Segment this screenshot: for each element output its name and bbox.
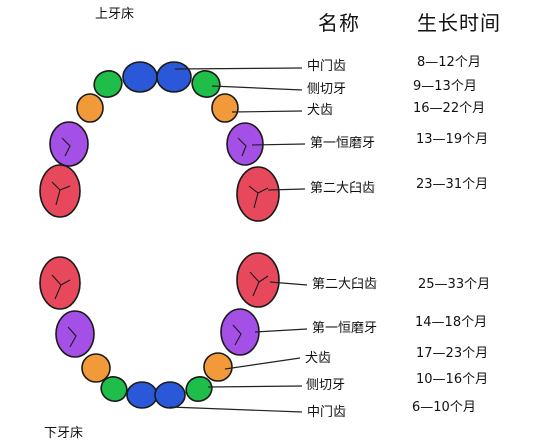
leader-lower-canine bbox=[224, 357, 301, 370]
lower-left-second-molar bbox=[39, 256, 81, 310]
column-header-name: 名称 bbox=[318, 11, 360, 35]
leader-lower-central-incisor bbox=[169, 406, 303, 413]
upper-right-central-incisor bbox=[156, 61, 192, 93]
lower-right-canine bbox=[203, 352, 233, 382]
upper-first-molar-age: 13—19个月 bbox=[416, 132, 489, 147]
upper-left-first-molar bbox=[49, 121, 89, 167]
upper-right-lateral-incisor bbox=[191, 70, 221, 98]
lower-central-incisor-name: 中门齿 bbox=[307, 405, 347, 420]
upper-canine-name: 犬齿 bbox=[307, 103, 334, 118]
lower-first-molar-age: 14—18个月 bbox=[415, 315, 488, 330]
lower-canine-name: 犬齿 bbox=[305, 351, 332, 366]
upper-first-molar-name: 第一恒磨牙 bbox=[310, 136, 376, 151]
leader-lower-second-molar bbox=[269, 281, 308, 286]
lower-left-lateral-incisor bbox=[100, 376, 128, 402]
lower-right-second-molar bbox=[236, 252, 280, 308]
lower-right-central-incisor bbox=[154, 381, 186, 409]
lower-lateral-incisor-age: 10—16个月 bbox=[416, 372, 489, 387]
upper-right-canine bbox=[211, 93, 239, 123]
leader-lower-lateral-incisor bbox=[207, 385, 303, 388]
lower-canine-age: 17—23个月 bbox=[416, 346, 489, 361]
upper-right-first-molar bbox=[226, 122, 264, 166]
lower-lateral-incisor-name: 侧切牙 bbox=[306, 378, 346, 393]
lower-right-first-molar bbox=[220, 308, 260, 356]
column-header-time: 生长时间 bbox=[417, 11, 501, 35]
upper-left-canine bbox=[76, 93, 104, 123]
upper-central-incisor-age: 8—12个月 bbox=[417, 55, 481, 70]
lower-first-molar-name: 第一恒磨牙 bbox=[312, 321, 378, 336]
upper-left-lateral-incisor bbox=[93, 70, 123, 98]
upper-second-molar-age: 23—31个月 bbox=[416, 177, 489, 192]
upper-left-central-incisor bbox=[122, 61, 158, 93]
leader-upper-lateral-incisor bbox=[211, 85, 303, 91]
upper-lateral-incisor-age: 9—13个月 bbox=[413, 79, 477, 94]
leader-upper-first-molar bbox=[251, 143, 306, 146]
lower-right-lateral-incisor bbox=[185, 376, 213, 402]
lower-left-canine bbox=[81, 353, 111, 383]
upper-lateral-incisor-name: 侧切牙 bbox=[307, 82, 347, 97]
lower-jaw-label: 下牙床 bbox=[44, 426, 84, 441]
leader-lower-first-molar bbox=[254, 328, 308, 333]
lower-left-central-incisor bbox=[126, 381, 158, 409]
leader-upper-second-molar bbox=[267, 188, 306, 191]
lower-left-first-molar bbox=[55, 310, 95, 358]
lower-second-molar-name: 第二大臼齿 bbox=[312, 277, 378, 292]
upper-jaw-label: 上牙床 bbox=[95, 7, 135, 22]
lower-central-incisor-age: 6—10个月 bbox=[412, 400, 476, 415]
upper-second-molar-name: 第二大臼齿 bbox=[310, 181, 376, 196]
lower-second-molar-age: 25—33个月 bbox=[418, 277, 491, 292]
leader-upper-central-incisor bbox=[174, 67, 303, 70]
upper-canine-age: 16—22个月 bbox=[413, 101, 486, 116]
upper-central-incisor-name: 中门齿 bbox=[307, 59, 347, 74]
leader-upper-canine bbox=[231, 110, 303, 113]
